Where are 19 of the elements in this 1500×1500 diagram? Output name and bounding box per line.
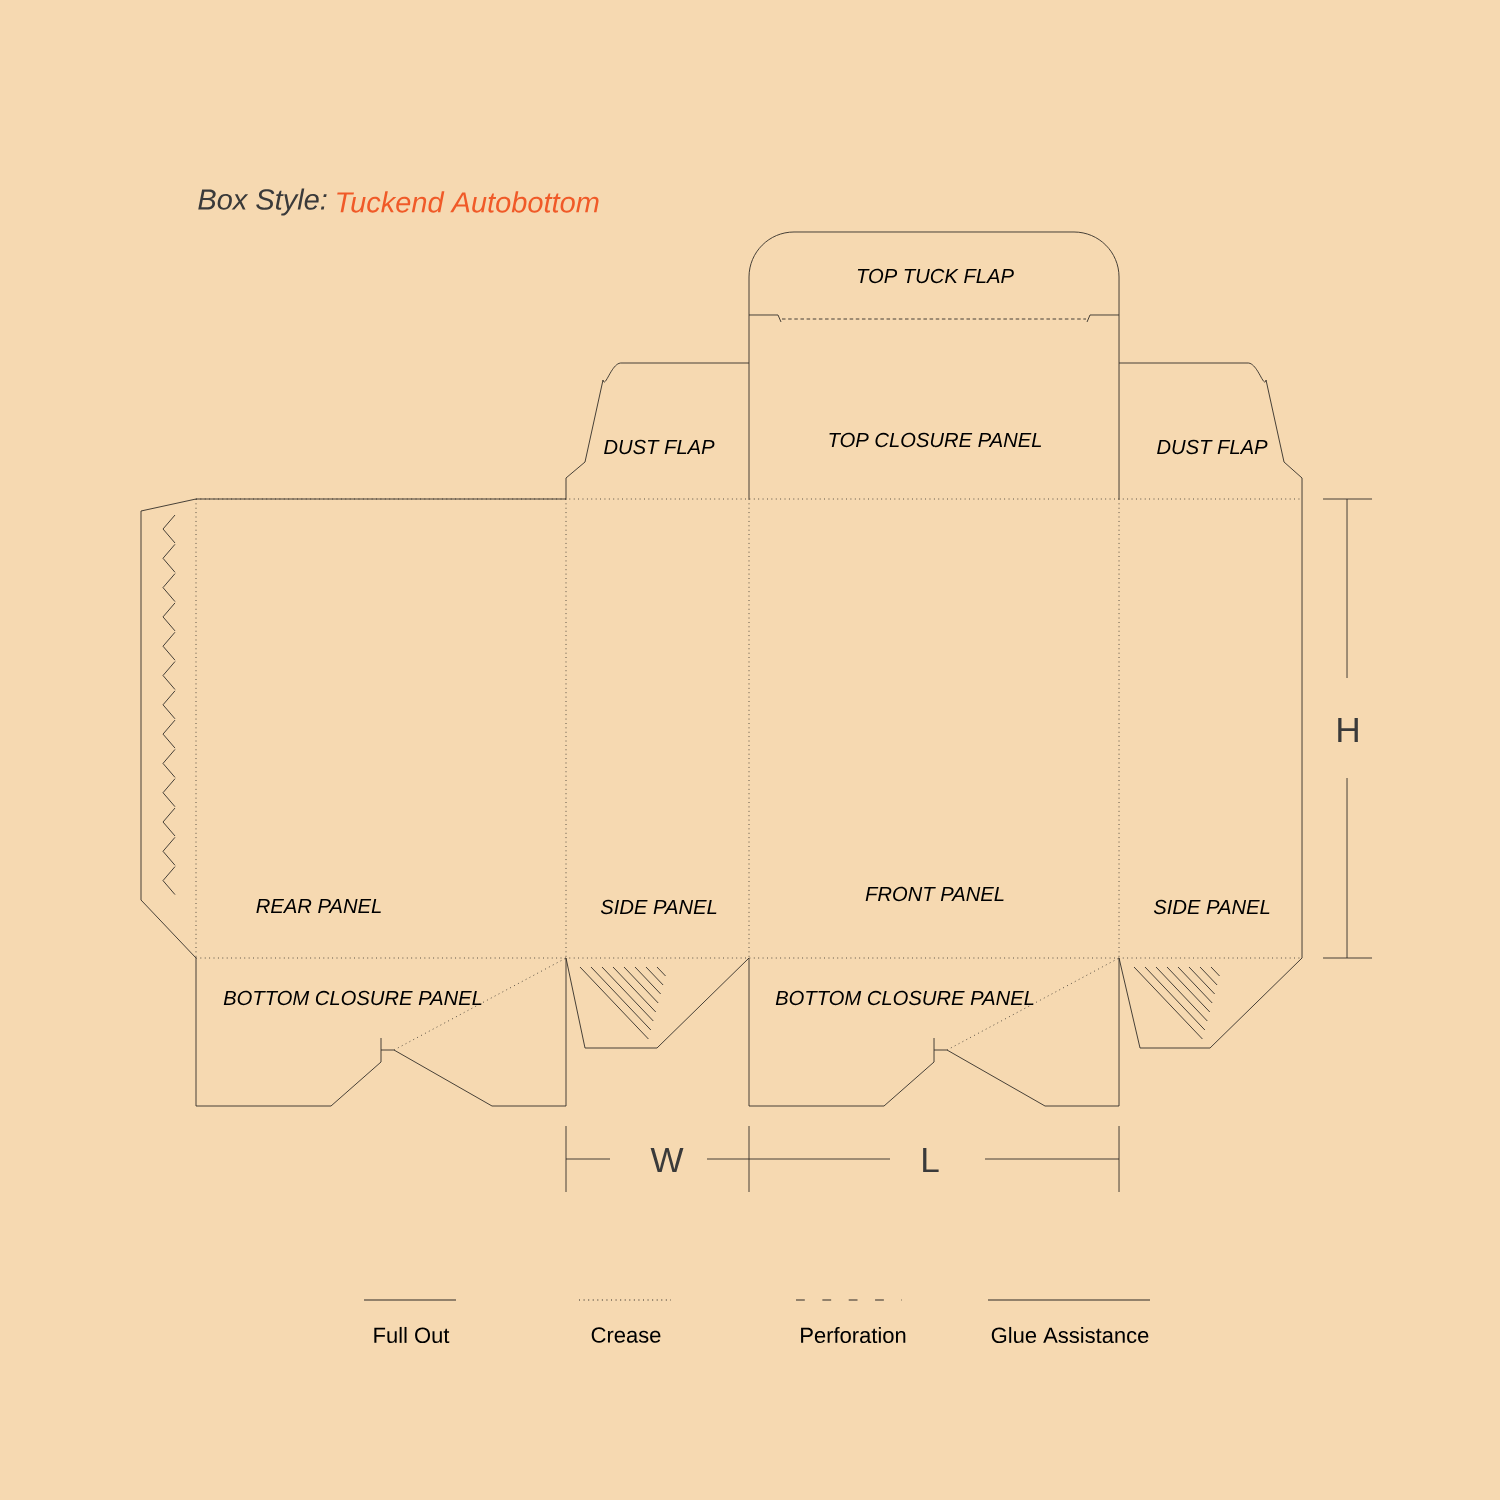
panel-label: DUST FLAP — [1157, 439, 1268, 455]
legend-label: Full Out — [374, 1326, 450, 1344]
panel-label: REAR PANEL — [256, 899, 381, 913]
panel-label: BOTTOM CLOSURE PANEL — [775, 990, 1034, 1006]
panel-label: SIDE PANEL — [1153, 899, 1270, 915]
panel-label: SIDE PANEL — [600, 899, 717, 915]
dimension-label: W — [650, 1147, 684, 1173]
style-name: Tuckend Autobottom — [337, 191, 599, 213]
panel-label: BOTTOM CLOSURE PANEL — [223, 990, 482, 1006]
panel-label: FRONT PANEL — [865, 886, 1004, 902]
legend-label: Crease — [591, 1327, 661, 1343]
panel-label: TOP TUCK FLAP — [857, 268, 1014, 284]
panel-label: TOP CLOSURE PANEL — [829, 432, 1041, 448]
dimension-label: L — [923, 1147, 939, 1173]
dimension-label: H — [1338, 717, 1358, 743]
title: Box Style: — [198, 188, 327, 216]
legend-label: Perforation — [801, 1326, 906, 1344]
legend-label: Glue Assistance — [991, 1326, 1149, 1344]
panel-label: DUST FLAP — [604, 439, 715, 455]
